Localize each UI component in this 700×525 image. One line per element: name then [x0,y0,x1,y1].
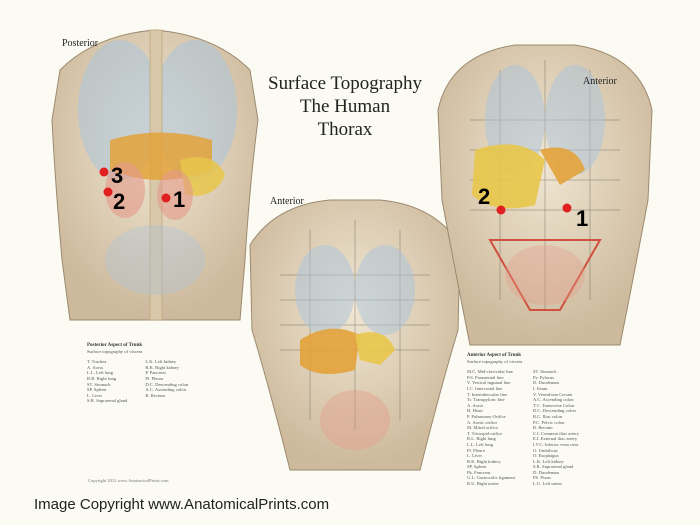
legend-item: I.C. Intercostal line [467,385,503,391]
legend-item: SP. Spleen [87,387,107,393]
legend-item: M. Mitral orifice [467,425,498,431]
legend-item: Tr. Transpyloric line [467,397,505,403]
legend-item: Pk. Pancreas [467,469,491,475]
legend-item: T. Tricuspid orifice [467,430,503,436]
legend-item: O. Umbilicus [532,447,558,453]
legend-item: S.R. Suprarenal gland [532,464,574,470]
legend-item: Py. Pylorus [532,374,554,380]
title-line: Thorax [317,119,373,140]
legend-item: L.U. Left ureter [532,481,563,487]
legend-item: H. Heart [467,408,483,414]
legend-col-2: L.K. Left kidney R.K. Right kidney P. Pa… [145,359,188,404]
legend-item: A.C. Ascending colon [532,397,574,403]
posterior-torso [51,29,259,321]
title-line: The Human [299,96,391,117]
legend-item: A. Aorta [467,402,483,408]
legend-item: D. Duodenum [532,469,559,475]
legend-item: R.K. Right kidney [467,458,501,464]
legend-item: A. Aorta [87,364,103,370]
legend-item: ST. Stomach [532,369,557,375]
legend-item: SP. Spleen [467,464,487,470]
legend-item: R.C. Iliac colon [532,413,563,419]
legend-item: L.L. Left lung [87,370,114,376]
legend-item: L.K. Left kidney [532,458,564,464]
legend-item: ST. Stomach [87,381,111,387]
legend-item: L. Liver [87,392,103,398]
anterior-right-torso [437,44,653,346]
legend-item: M.C. Mid-clavicular line [467,369,513,375]
marker-label: 1 [576,206,588,231]
small-copyright: Copyright 2012 www.AnatomicalPrints.com [88,478,169,483]
anterior-center-label: Anterior [270,196,304,207]
legend-item: R.R. Right lung [87,375,117,381]
legend-item: V. Vermiform Cecum [532,391,573,397]
legend-item: E.I. External iliac artery [532,436,578,442]
legend-item: PS. Psoas [532,475,551,481]
legend-col-1: T. Trachea A. Aorta L.L. Left lung R.R. … [87,359,127,404]
legend-item: L.K. Left kidney [145,359,177,365]
legend-title: Posterior Aspect of Trunk [87,343,143,348]
legend-item: R.U. Right ureter [467,481,499,487]
legend-item: I.V.C. Inferior vena cava [532,441,579,447]
legend-item: P. Pulmonary Orifice [467,413,506,419]
posterior-label: Posterior [62,38,99,49]
anterior-legend: Anterior Aspect of Trunk Surface topogra… [467,353,579,487]
legend-item: R.L. Right lung [467,436,496,442]
legend-item: D.C. Descending colon [532,408,576,414]
legend-item: L. Liver [467,453,483,459]
title-line: Surface Topography [268,73,422,94]
legend-item: P. Pancreas [145,370,166,376]
legend-item: C.I. Common iliac artery [532,430,580,436]
legend-subtitle: Surface topography of viscera [87,348,143,354]
anterior-markers: 2 1 [478,184,588,231]
legend-item: O. Esophagus [532,453,559,459]
legend-title: Anterior Aspect of Trunk [467,353,522,358]
legend-item: R.K. Right kidney [145,364,180,370]
legend-item: Pl. Pleura [467,447,485,453]
legend-item: D.C. Descending colon [145,381,189,387]
legend-item: P.S. Parasternal line [467,374,504,380]
marker-dot [99,167,109,177]
legend-item: A. Aortic orifice [467,419,498,425]
posterior-legend: Posterior Aspect of Trunk Surface topogr… [87,343,188,404]
marker-label: 2 [478,184,490,209]
marker-dot [562,203,572,213]
image-copyright: Image Copyright www.AnatomicalPrints.com [34,496,330,513]
legend-item: R. Rectum [532,425,553,431]
marker-label: 1 [173,187,185,212]
legend-item: I. Ileum [532,385,548,391]
legend-item: D. Duodenum [532,380,559,386]
legend-item: T. Intertubercular line [467,391,508,397]
legend-item: G.L. Gastrocolic ligament [467,475,515,481]
marker-dot [161,193,171,203]
legend-item: S.R. Suprarenal gland [87,398,128,404]
anterior-center-torso [249,199,461,471]
legend-item: A.C. Ascending colon [145,387,186,393]
legend-item: L.L. Left lung [467,441,494,447]
poster-title: Surface Topography The Human Thorax [250,72,440,141]
legend-item: P.C. Pelvic colon [532,419,565,425]
legend-item: T. Trachea [87,359,107,365]
legend-item: Pl. Pleura [145,375,164,381]
legend-item: T.C. Transverse Colon [532,402,575,408]
marker-label: 3 [111,163,123,188]
marker-dot [496,205,506,215]
legend-item: V. Vertical inguinal line [467,380,511,386]
marker-label: 2 [113,189,125,214]
legend-item: R. Rectum [145,392,165,398]
marker-dot [103,187,113,197]
posterior-markers: 3 2 1 [99,163,185,214]
legend-subtitle: Surface topography of viscera [467,358,523,364]
anterior-right-label: Anterior [583,76,617,87]
